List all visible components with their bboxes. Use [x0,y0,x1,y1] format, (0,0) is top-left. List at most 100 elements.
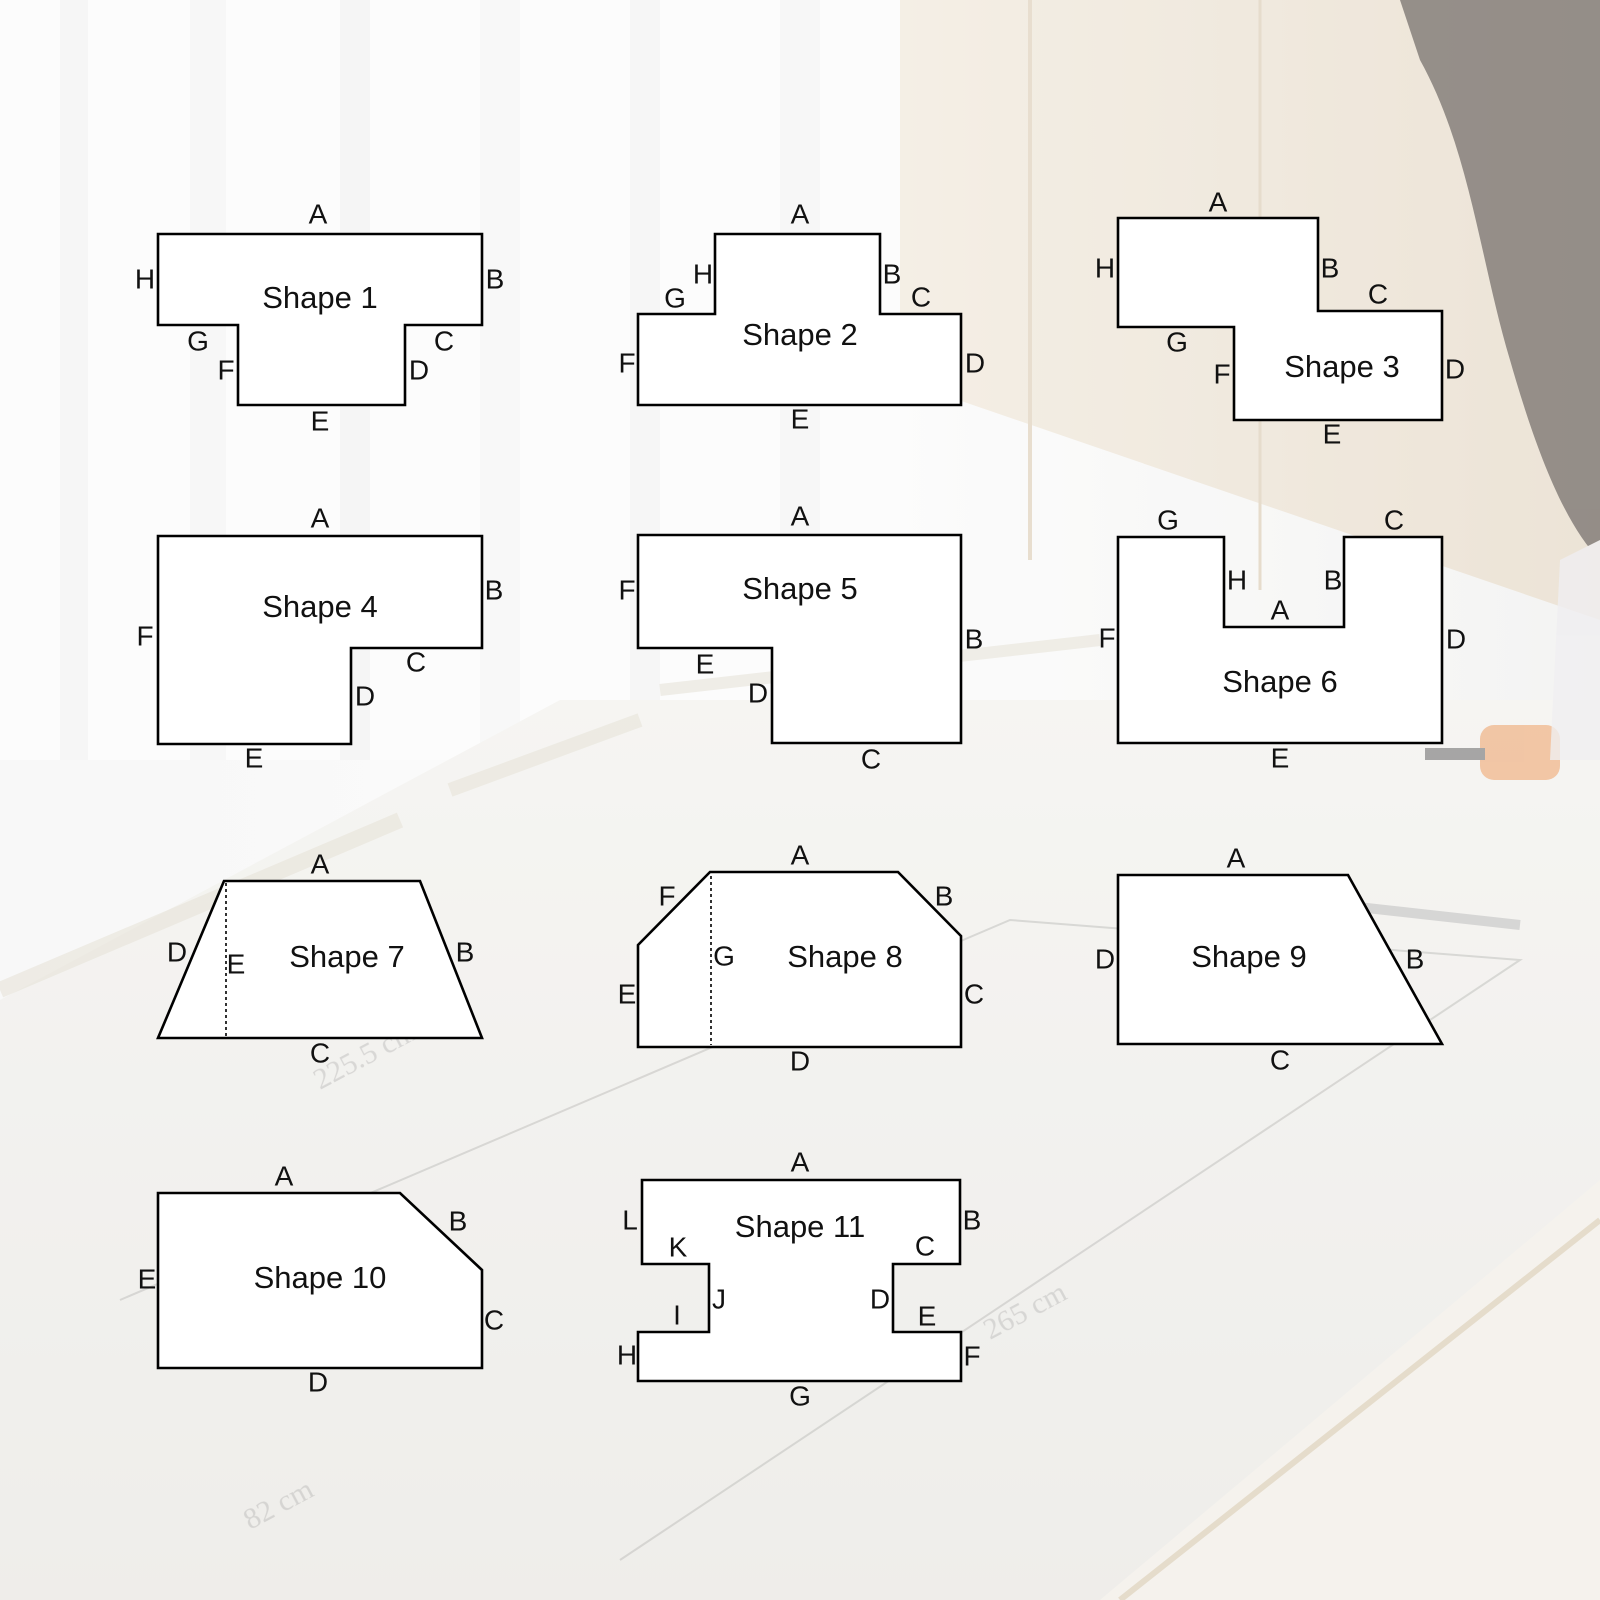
shape-8-label-f: F [658,880,675,911]
shape-6-label-g: G [1157,504,1179,535]
shape-10-title: Shape 10 [254,1260,387,1295]
shape-9-label-a: A [1227,842,1246,873]
shape-7-label-a: A [311,848,330,879]
shape-10-outline [156,1191,484,1370]
shape-2-label-f: F [618,347,635,378]
shape-2: Shape 2 A B C D E F G H [618,198,985,434]
shape-5-label-b: B [965,623,984,654]
shape-11-label-d: D [870,1283,890,1314]
shape-6-label-e: E [1271,742,1290,773]
shape-4-label-d: D [355,680,375,711]
shape-11-label-c: C [915,1230,935,1261]
shape-6-outline [1116,535,1444,745]
shape-1-label-h: H [135,263,155,294]
shape-3-outline [1116,216,1444,422]
shape-2-label-a: A [791,198,810,229]
shape-2-outline [636,232,963,407]
shape-9-label-d: D [1095,943,1115,974]
shape-5: Shape 5 A B C D E F [618,500,983,774]
shape-1-title: Shape 1 [262,280,378,315]
shape-4: Shape 4 A B C D E F [136,502,503,773]
shape-11-outline [636,1178,963,1383]
shape-3-label-e: E [1323,418,1342,449]
shape-2-label-e: E [791,403,810,434]
shape-1-outline [156,232,484,407]
shape-4-label-f: F [136,620,153,651]
shape-4-label-c: C [406,646,426,677]
shape-8-label-a: A [791,839,810,870]
woman-hair [1400,0,1600,760]
shape-10-label-a: A [275,1160,294,1191]
shape-4-outline [156,534,484,746]
shape-5-label-e: E [696,648,715,679]
shape-1-label-c: C [434,325,454,356]
shape-5-label-f: F [618,574,635,605]
shape-6-label-f: F [1098,622,1115,653]
shape-3-label-b: B [1321,252,1340,283]
shape-7-label-d: D [167,936,187,967]
shape-9-label-b: B [1406,943,1425,974]
shape-1-label-e: E [311,405,330,436]
shape-1-label-b: B [486,263,505,294]
shape-4-label-a: A [311,502,330,533]
shape-4-label-e: E [245,742,264,773]
shape-3-label-a: A [1209,186,1228,217]
tape-measure-tool [1425,725,1560,780]
shape-7-label-e: E [227,948,246,979]
shape-10-label-d: D [308,1366,328,1397]
shape-2-label-h: H [693,258,713,289]
shape-8-label-d: D [790,1045,810,1076]
shape-9-title: Shape 9 [1191,939,1307,974]
shape-1-label-d: D [409,354,429,385]
shape-8-outline [636,870,963,1049]
shape-11-label-h: H [617,1339,637,1370]
shape-11: Shape 11 A B C D E F G H I J K L [617,1146,981,1411]
shape-11-label-a: A [791,1146,810,1177]
shape-3-label-h: H [1095,252,1115,283]
shape-9-label-c: C [1270,1044,1290,1075]
shape-6: Shape 6 G C H B A F D E [1098,504,1466,773]
shape-3: Shape 3 A B C D E F G H [1095,186,1465,449]
shape-5-label-c: C [861,743,881,774]
shape-11-label-i: I [673,1299,681,1330]
shape-10-label-b: B [449,1205,468,1236]
shape-4-title: Shape 4 [262,589,378,624]
shape-8: Shape 8 A B C D E F G [618,839,984,1076]
shape-5-label-a: A [791,500,810,531]
shape-3-label-f: F [1213,358,1230,389]
shape-6-label-c: C [1384,504,1404,535]
shape-11-label-g: G [789,1380,811,1411]
shape-2-label-c: C [911,281,931,312]
shape-9: Shape 9 A B C D [1095,842,1445,1075]
shape-1-label-g: G [187,325,209,356]
shape-11-title: Shape 11 [735,1209,865,1244]
shape-7-label-c: C [310,1037,330,1068]
shape-10: Shape 10 A B C D E [138,1160,504,1397]
shape-11-label-b: B [963,1204,982,1235]
shape-6-label-b: B [1324,564,1343,595]
shape-2-title: Shape 2 [742,317,858,352]
shape-10-label-e: E [138,1263,157,1294]
shape-7: Shape 7 A B C D E [156,848,484,1068]
shape-3-title: Shape 3 [1284,349,1400,384]
shape-10-label-c: C [484,1304,504,1335]
shape-1: Shape 1 A B C D E F G H [135,198,504,436]
shape-11-label-l: L [622,1204,638,1235]
shape-1-label-f: F [217,354,234,385]
shape-8-title: Shape 8 [787,939,903,974]
shape-5-label-d: D [748,677,768,708]
shape-5-title: Shape 5 [742,571,858,606]
shape-1-label-a: A [309,198,328,229]
shape-2-label-d: D [965,347,985,378]
shape-5-outline [636,533,963,745]
shape-9-outline [1116,873,1445,1046]
shape-3-label-g: G [1166,326,1188,357]
shape-11-label-j: J [712,1283,726,1314]
shape-2-label-b: B [883,258,902,289]
shape-3-label-c: C [1368,278,1388,309]
shape-2-label-g: G [664,282,686,313]
shape-11-label-f: F [963,1340,980,1371]
shape-11-label-e: E [918,1300,937,1331]
shape-8-label-e: E [618,978,637,1009]
